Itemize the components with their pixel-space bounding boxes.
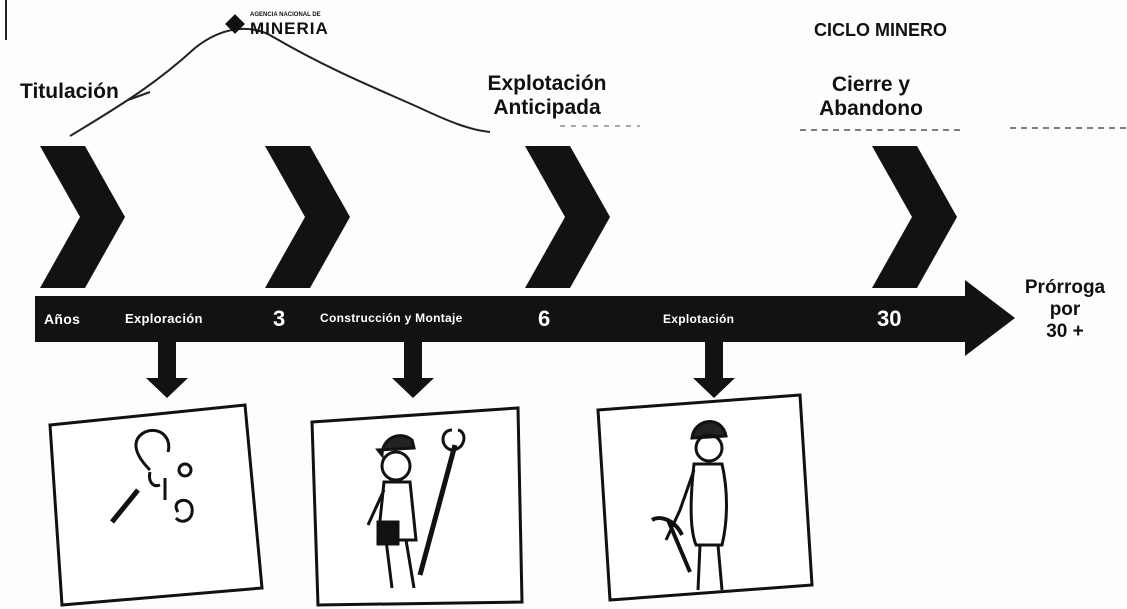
chevron-cierre (872, 146, 957, 288)
phase-titulacion: Titulación (20, 80, 119, 103)
timeline-year-30: 30 (877, 306, 902, 331)
chevron-construccion (265, 146, 350, 288)
frame-exploracion (48, 403, 264, 607)
arc-connector (127, 91, 151, 101)
prorroga-line1: Prórroga (1024, 277, 1106, 298)
phase-explotacion-anticipada-line2: Anticipada (493, 96, 601, 119)
worker-wrench-icon (366, 428, 466, 589)
frame-explotacion (596, 393, 814, 602)
down-arrow-construccion (392, 342, 434, 398)
logo-name: MINERIA (250, 19, 329, 38)
chevron-explotacion-anticipada (525, 146, 610, 288)
magnifier-icon (110, 429, 194, 524)
phase-explotacion-anticipada: Explotación Anticipada (462, 72, 632, 120)
prorroga-label: Prórroga por 30 + (1010, 277, 1120, 343)
timeline-year-3: 3 (273, 306, 286, 331)
phase-cierre: Cierre y Abandono (796, 73, 946, 121)
phase-explotacion-anticipada-line1: Explotación (487, 72, 607, 95)
prorroga-line2: por (1049, 299, 1081, 320)
frame-construccion (310, 406, 524, 607)
mineria-arc (69, 27, 491, 137)
timeline-construccion: Construcción y Montaje (320, 311, 463, 325)
dashed-line-right (800, 127, 1127, 131)
logo-small-text: AGENCIA NACIONAL DE (250, 12, 321, 18)
down-arrow-explotacion (693, 342, 735, 398)
timeline-year-6: 6 (538, 306, 551, 331)
prorroga-line3: 30 + (1046, 321, 1084, 342)
phase-cierre-line1: Cierre y (831, 73, 911, 96)
miner-pickaxe-icon (650, 420, 728, 591)
mineria-logo: AGENCIA NACIONAL DE MINERIA (225, 12, 343, 46)
phase-cierre-line2: Abandono (819, 97, 923, 120)
chevron-titulacion (40, 146, 125, 288)
down-arrow-exploracion (146, 342, 188, 398)
timeline-arrow (35, 280, 1015, 356)
timeline-explotacion: Explotación (663, 312, 735, 326)
timeline-exploracion: Exploración (125, 311, 203, 326)
page-title: CICLO MINERO (814, 20, 947, 40)
diamond-icon (225, 14, 245, 34)
timeline-anos: Años (44, 311, 81, 327)
